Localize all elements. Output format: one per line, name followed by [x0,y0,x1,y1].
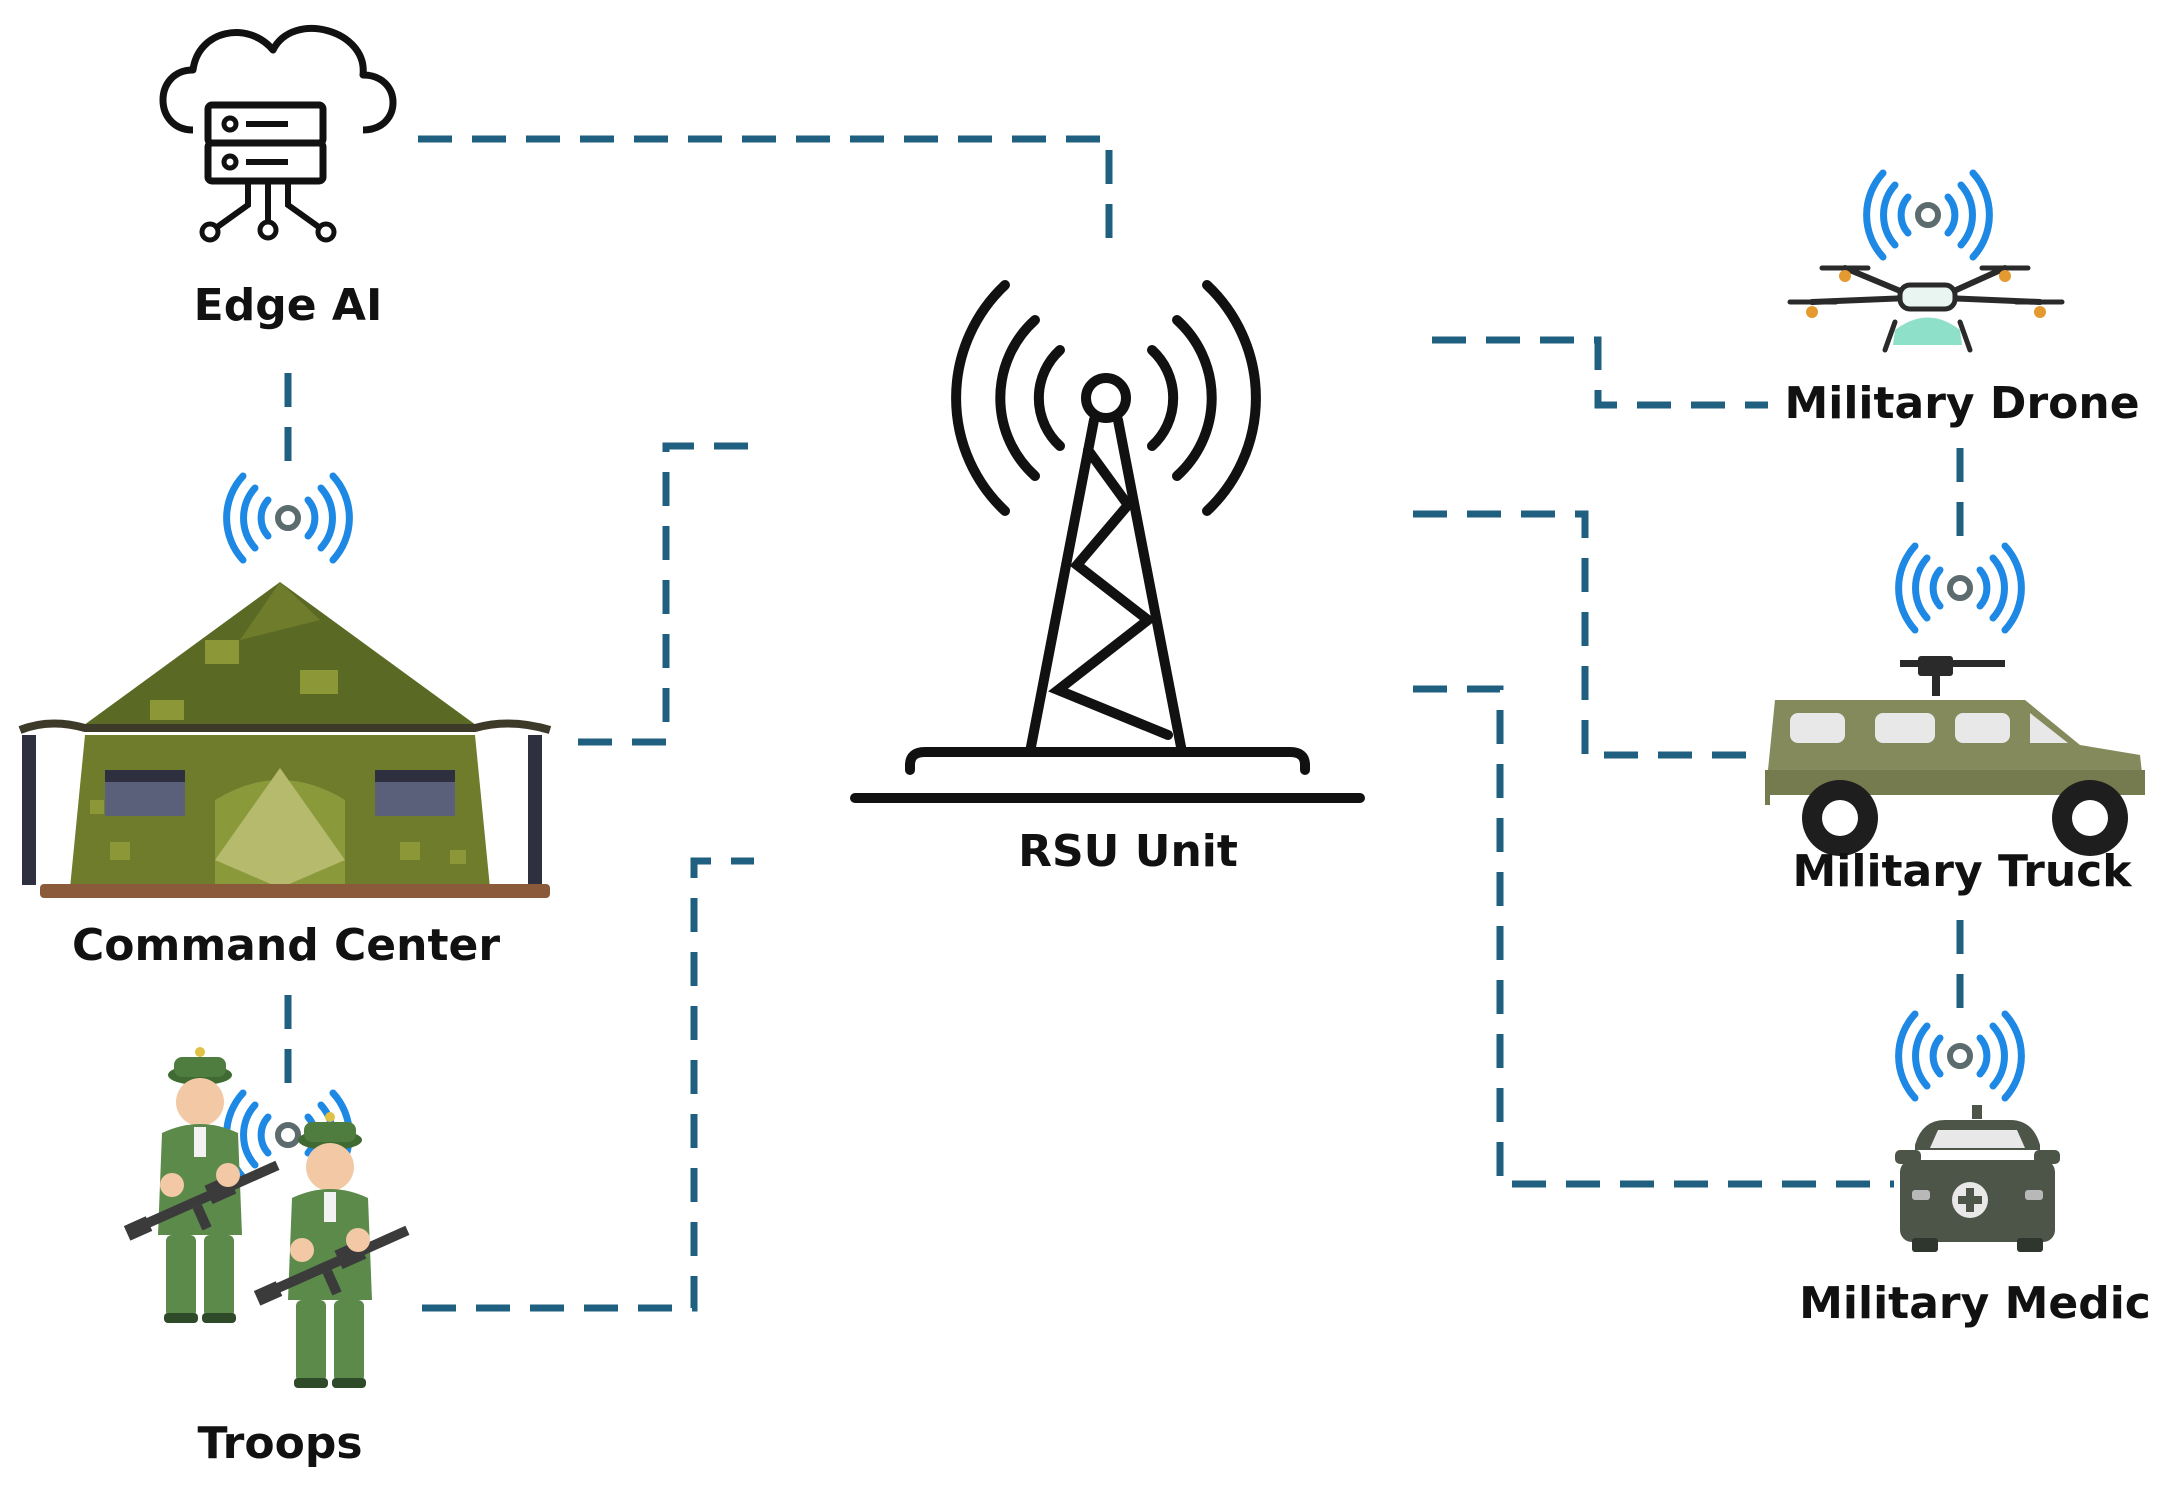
command-center-label: Command Center [71,920,501,971]
link-rsu-medic [1413,685,1894,1188]
edge-ai-label: Edge AI [193,280,383,331]
cell-tower-icon [850,280,1365,803]
wireless-signal-icon-truck [1899,546,2022,630]
cloud-server-icon [159,24,397,243]
link-rsu-drone [1432,336,1768,409]
medic-vehicle-icon [1895,1105,2060,1252]
wireless-signal-icon-drone [1867,173,1990,257]
drone-icon [1787,265,2065,353]
link-troops-rsu [422,857,754,1312]
military-medic-label: Military Medic [1799,1278,2151,1329]
link-edge-ai-rsu [418,135,1113,255]
armored-truck-icon [1765,656,2150,856]
army-tent-icon [18,582,552,898]
troops-label: Troops [197,1418,363,1469]
connection-links [284,135,1964,1312]
link-command-rsu [578,442,754,746]
military-drone-label: Military Drone [1784,378,2140,429]
wireless-signal-icon-command [227,476,350,560]
military-truck-label: Military Truck [1792,846,2132,897]
wireless-signal-icon-medic [1899,1014,2022,1098]
soldiers-icon [122,1047,420,1388]
link-rsu-truck [1413,510,1758,759]
rsu-unit-label: RSU Unit [1018,826,1238,877]
